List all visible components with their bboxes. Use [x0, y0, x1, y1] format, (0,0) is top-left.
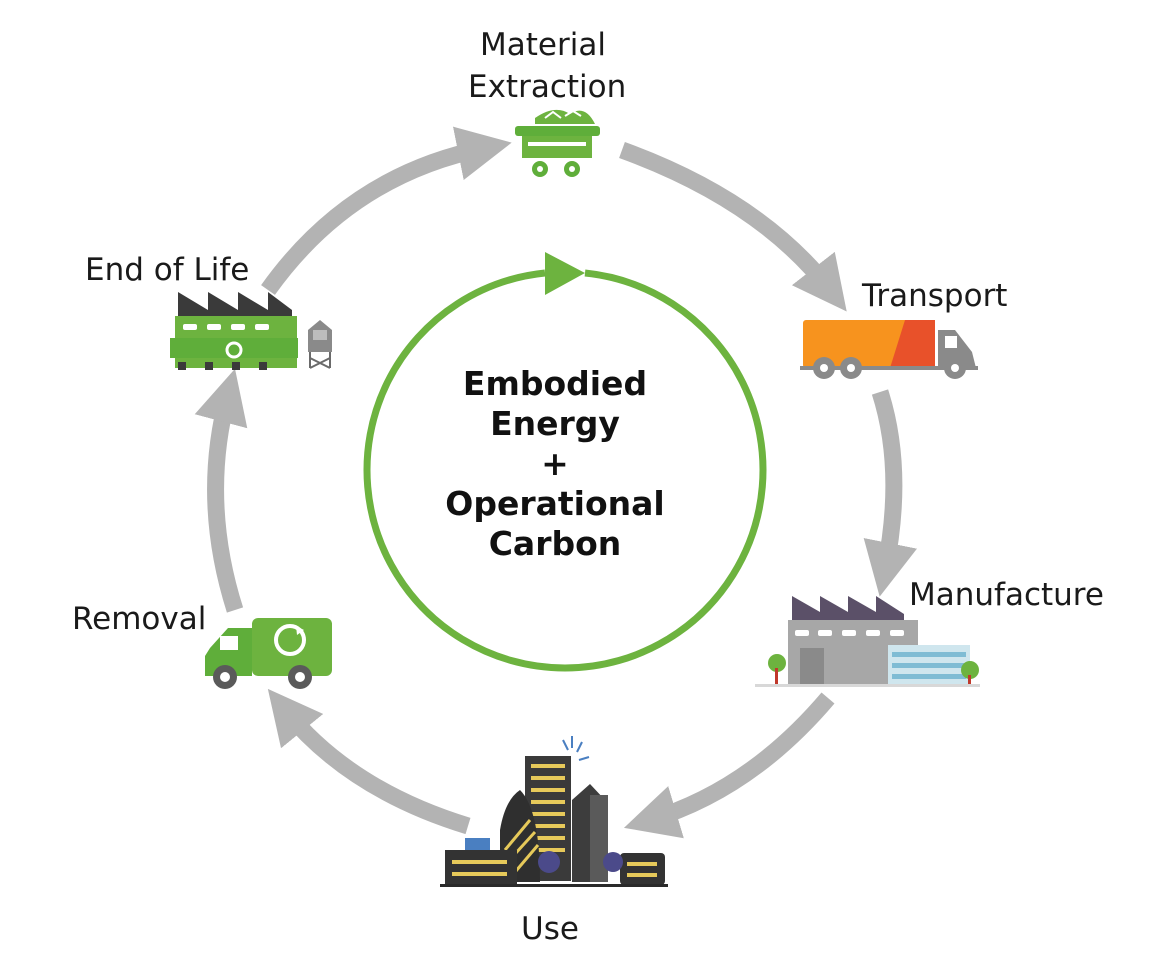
- center-line-operational: Operational: [445, 484, 665, 523]
- recycling-truck-icon: [205, 618, 332, 689]
- center-line-energy: Energy: [490, 404, 620, 443]
- stage-label-transport: Transport: [862, 278, 1008, 314]
- arrow-manufacture-to-use: [623, 692, 835, 839]
- center-line-carbon: Carbon: [488, 524, 622, 563]
- arrow-endoflife-to-extraction: [261, 126, 512, 295]
- stage-label-extraction: Extraction: [468, 69, 627, 105]
- arrow-use-to-removal: [267, 688, 471, 835]
- green-cycle-ring: [363, 269, 767, 672]
- truck-icon: [800, 320, 978, 379]
- stage-label-manufacture: Manufacture: [909, 577, 1104, 613]
- recycling-factory-icon: [170, 292, 332, 370]
- center-title: Embodied Energy + Operational Carbon: [380, 364, 730, 564]
- stage-label-removal: Removal: [72, 601, 207, 637]
- center-line-embodied: Embodied: [462, 364, 648, 403]
- green-cycle-arrowhead: [545, 252, 585, 295]
- stage-label-material: Material: [480, 27, 606, 63]
- mine-cart-icon: [515, 109, 600, 177]
- stage-label-use: Use: [521, 911, 579, 947]
- arrow-removal-to-endoflife: [194, 368, 248, 613]
- stage-label-end-of-life: End of Life: [85, 252, 250, 288]
- city-buildings-icon: [440, 736, 668, 887]
- arrow-transport-to-manufacture: [863, 389, 918, 597]
- outer-cycle-arrows: [194, 126, 918, 839]
- inner-cycle: [363, 252, 767, 672]
- arrow-extraction-to-transport: [619, 142, 847, 312]
- center-line-plus: +: [541, 444, 569, 483]
- factory-icon: [755, 596, 980, 687]
